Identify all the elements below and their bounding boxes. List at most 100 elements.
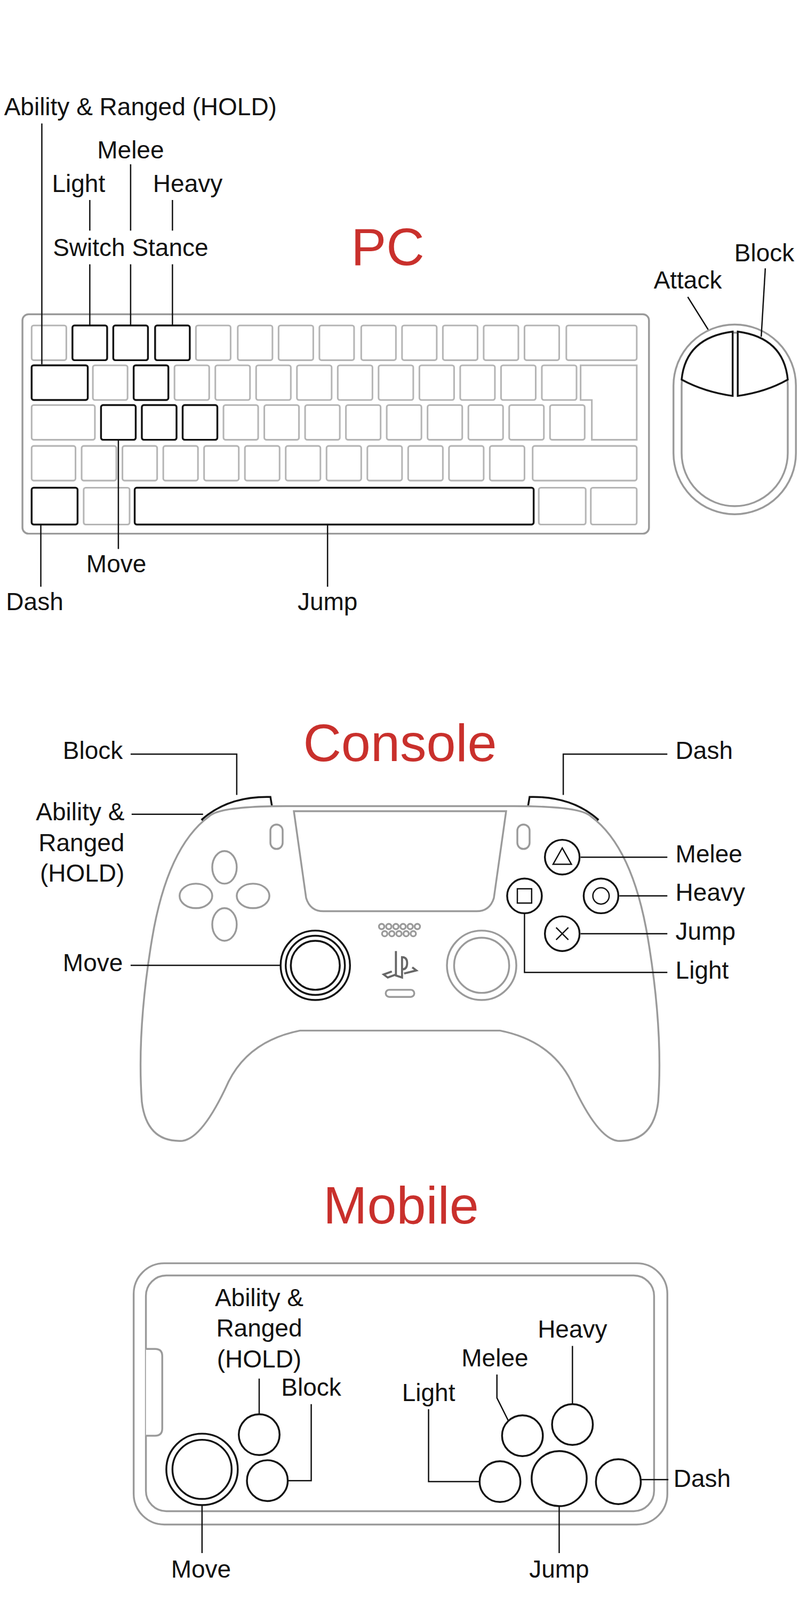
light-bar <box>270 824 283 850</box>
leader-line <box>117 440 119 550</box>
touch-joystick <box>172 1440 232 1500</box>
keyboard-key <box>386 405 422 440</box>
control-label: Switch Stance <box>52 232 208 264</box>
triangle-symbol <box>553 848 572 865</box>
control-label: Dash <box>675 735 733 767</box>
dpad <box>212 851 237 884</box>
keyboard-key <box>31 365 88 400</box>
speaker-dot <box>381 931 388 937</box>
keyboard-key <box>83 488 130 525</box>
keyboard-key <box>427 405 463 440</box>
control-label: Heavy <box>675 877 746 909</box>
control-label: Ability & Ranged (HOLD) <box>9 796 125 890</box>
leader-line <box>130 754 237 796</box>
keyboard-key <box>182 405 218 440</box>
mouse-button <box>737 331 788 397</box>
keyboard-key <box>31 405 95 440</box>
touch-button <box>595 1459 641 1504</box>
cross-symbol <box>556 927 569 940</box>
control-label: Ability & Ranged (HOLD) <box>4 91 277 123</box>
control-label: Ability & Ranged (HOLD) <box>201 1282 317 1375</box>
control-label: Attack <box>653 265 723 296</box>
face-button <box>545 916 580 951</box>
keyboard-key <box>122 445 158 481</box>
speaker-dot <box>403 931 410 937</box>
keyboard-key <box>204 445 239 481</box>
keyboard-key <box>541 365 577 400</box>
keyboard-key <box>195 325 231 360</box>
keyboard-key <box>285 445 321 481</box>
dpad <box>212 908 237 941</box>
section-heading: Console <box>302 715 497 771</box>
keyboard-key <box>442 325 478 360</box>
keyboard-key <box>31 488 78 525</box>
speaker-dot <box>386 923 392 930</box>
control-label: Move <box>171 1554 231 1586</box>
leader-line <box>131 813 204 815</box>
leader-line <box>130 164 132 231</box>
keyboard-key <box>408 445 443 481</box>
speaker-dot <box>389 931 395 937</box>
mouse-button <box>681 331 733 397</box>
touch-button <box>552 1404 594 1446</box>
speaker-dot <box>379 923 385 930</box>
keyboard-key <box>223 405 259 440</box>
section-heading: PC <box>350 219 425 275</box>
leader-line <box>580 856 668 858</box>
control-label: Jump <box>529 1554 589 1586</box>
phone <box>133 1263 668 1525</box>
leader-line <box>288 1404 312 1481</box>
keyboard-key <box>449 445 484 481</box>
control-label: Jump <box>297 586 358 618</box>
leader-line <box>428 1409 480 1482</box>
controller <box>140 796 660 1141</box>
keyboard-key <box>590 488 637 525</box>
leader-line <box>89 264 91 326</box>
control-label: Block <box>281 1372 341 1404</box>
keyboard-key <box>367 445 403 481</box>
leader-line <box>558 1506 560 1554</box>
keyboard-key <box>134 488 534 525</box>
keyboard-key <box>378 365 414 400</box>
face-button <box>583 878 619 914</box>
keyboard-key <box>81 445 117 481</box>
speaker-dots <box>379 923 421 936</box>
leader-line <box>688 297 709 330</box>
keyboard-key <box>509 405 544 440</box>
keyboard-key <box>155 325 190 360</box>
control-label: Heavy <box>153 168 223 200</box>
leader-line <box>619 895 668 897</box>
leader-lines <box>202 1346 669 1554</box>
keyboard-key <box>532 445 637 481</box>
keyboard-key <box>319 325 355 360</box>
section-heading: Mobile <box>323 1177 479 1234</box>
circle-symbol <box>593 888 610 905</box>
leader-lines <box>41 123 766 588</box>
leader-line <box>497 1374 509 1421</box>
keyboard-key <box>326 445 362 481</box>
phone-notch <box>146 1348 163 1436</box>
control-label: Light <box>402 1377 456 1409</box>
keyboard-key <box>31 445 76 481</box>
keyboard-key <box>524 325 559 360</box>
touch-button <box>238 1414 280 1456</box>
leader-line <box>563 754 668 796</box>
keyboard-key <box>72 325 108 360</box>
keyboard <box>22 314 650 534</box>
thumbstick <box>280 930 350 1000</box>
square-symbol <box>517 888 532 903</box>
leader-line <box>41 123 43 365</box>
control-label: Move <box>62 947 123 979</box>
touchpad <box>293 811 507 912</box>
thumbstick <box>453 937 509 993</box>
phone-body <box>133 1263 668 1525</box>
speaker-dot <box>393 923 399 930</box>
touch-button <box>479 1461 521 1503</box>
speaker-dot <box>396 931 402 937</box>
control-label: Move <box>86 548 147 580</box>
control-label: Melee <box>461 1342 528 1374</box>
keyboard-key <box>483 325 519 360</box>
leader-line <box>40 524 42 587</box>
control-label: Dash <box>5 586 63 618</box>
keyboard-key <box>549 405 585 440</box>
